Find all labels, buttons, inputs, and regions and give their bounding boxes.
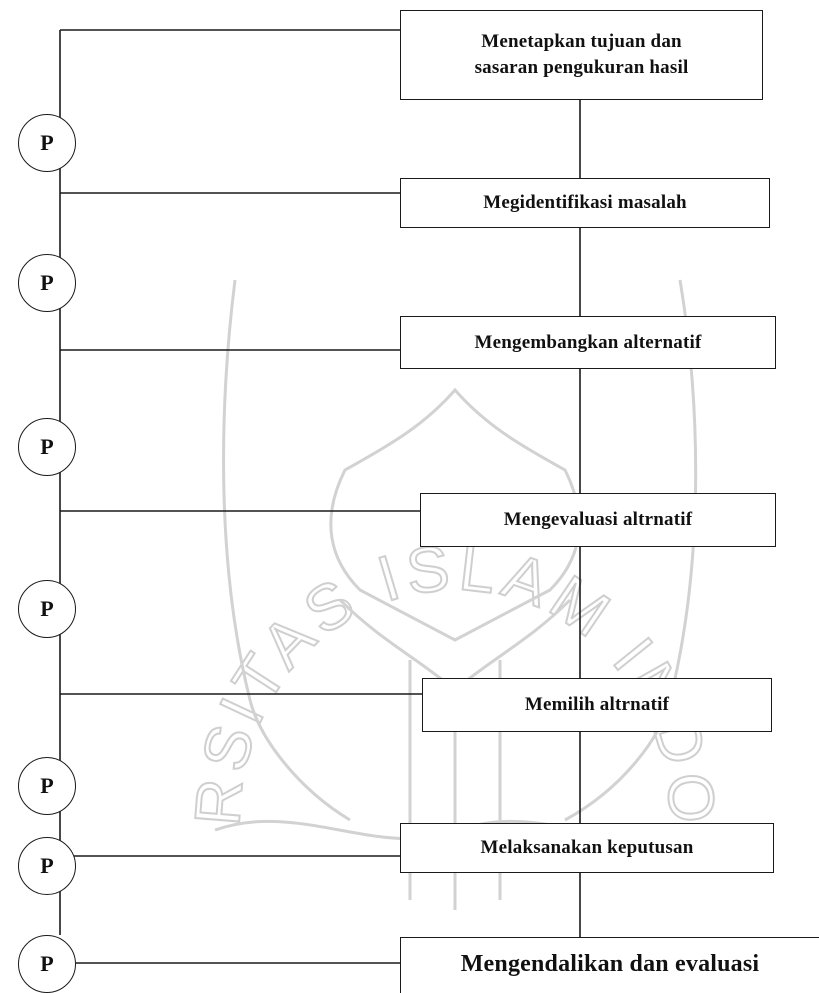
step-label: Megidentifikasi masalah [483,192,687,214]
p-node-label: P [40,270,54,295]
p-node-label: P [40,130,54,155]
step-label: Mengendalikan dan evaluasi [460,951,760,977]
step-evaluate-alternatives: Mengevaluasi altrnatif [420,493,776,547]
p-node-5: P [18,757,76,815]
p-node-6: P [18,837,76,895]
p-node-label: P [40,773,54,798]
step-label: Memilih altrnatif [524,694,670,716]
p-node-3: P [18,418,76,476]
step-set-goals: Menetapkan tujuan dan sasaran pengukuran… [400,10,763,100]
step-identify-problem: Megidentifikasi masalah [400,178,770,228]
p-node-2: P [18,254,76,312]
step-label: Mengembangkan alternatif [474,331,702,353]
step-label: Melaksanakan keputusan [480,837,694,859]
step-implement-decision: Melaksanakan keputusan [400,823,774,873]
step-label: Menetapkan tujuan dan sasaran pengukuran… [474,31,689,78]
step-control-evaluate: Mengendalikan dan evaluasi [400,937,819,993]
p-node-label: P [40,951,54,976]
p-node-label: P [40,434,54,459]
step-label: Mengevaluasi altrnatif [503,509,693,531]
p-node-label: P [40,596,54,621]
p-node-1: P [18,114,76,172]
p-node-label: P [40,853,54,878]
p-node-4: P [18,580,76,638]
step-develop-alternatives: Mengembangkan alternatif [400,316,776,369]
p-node-7: P [18,935,76,993]
step-choose-alternative: Memilih altrnatif [422,678,772,732]
